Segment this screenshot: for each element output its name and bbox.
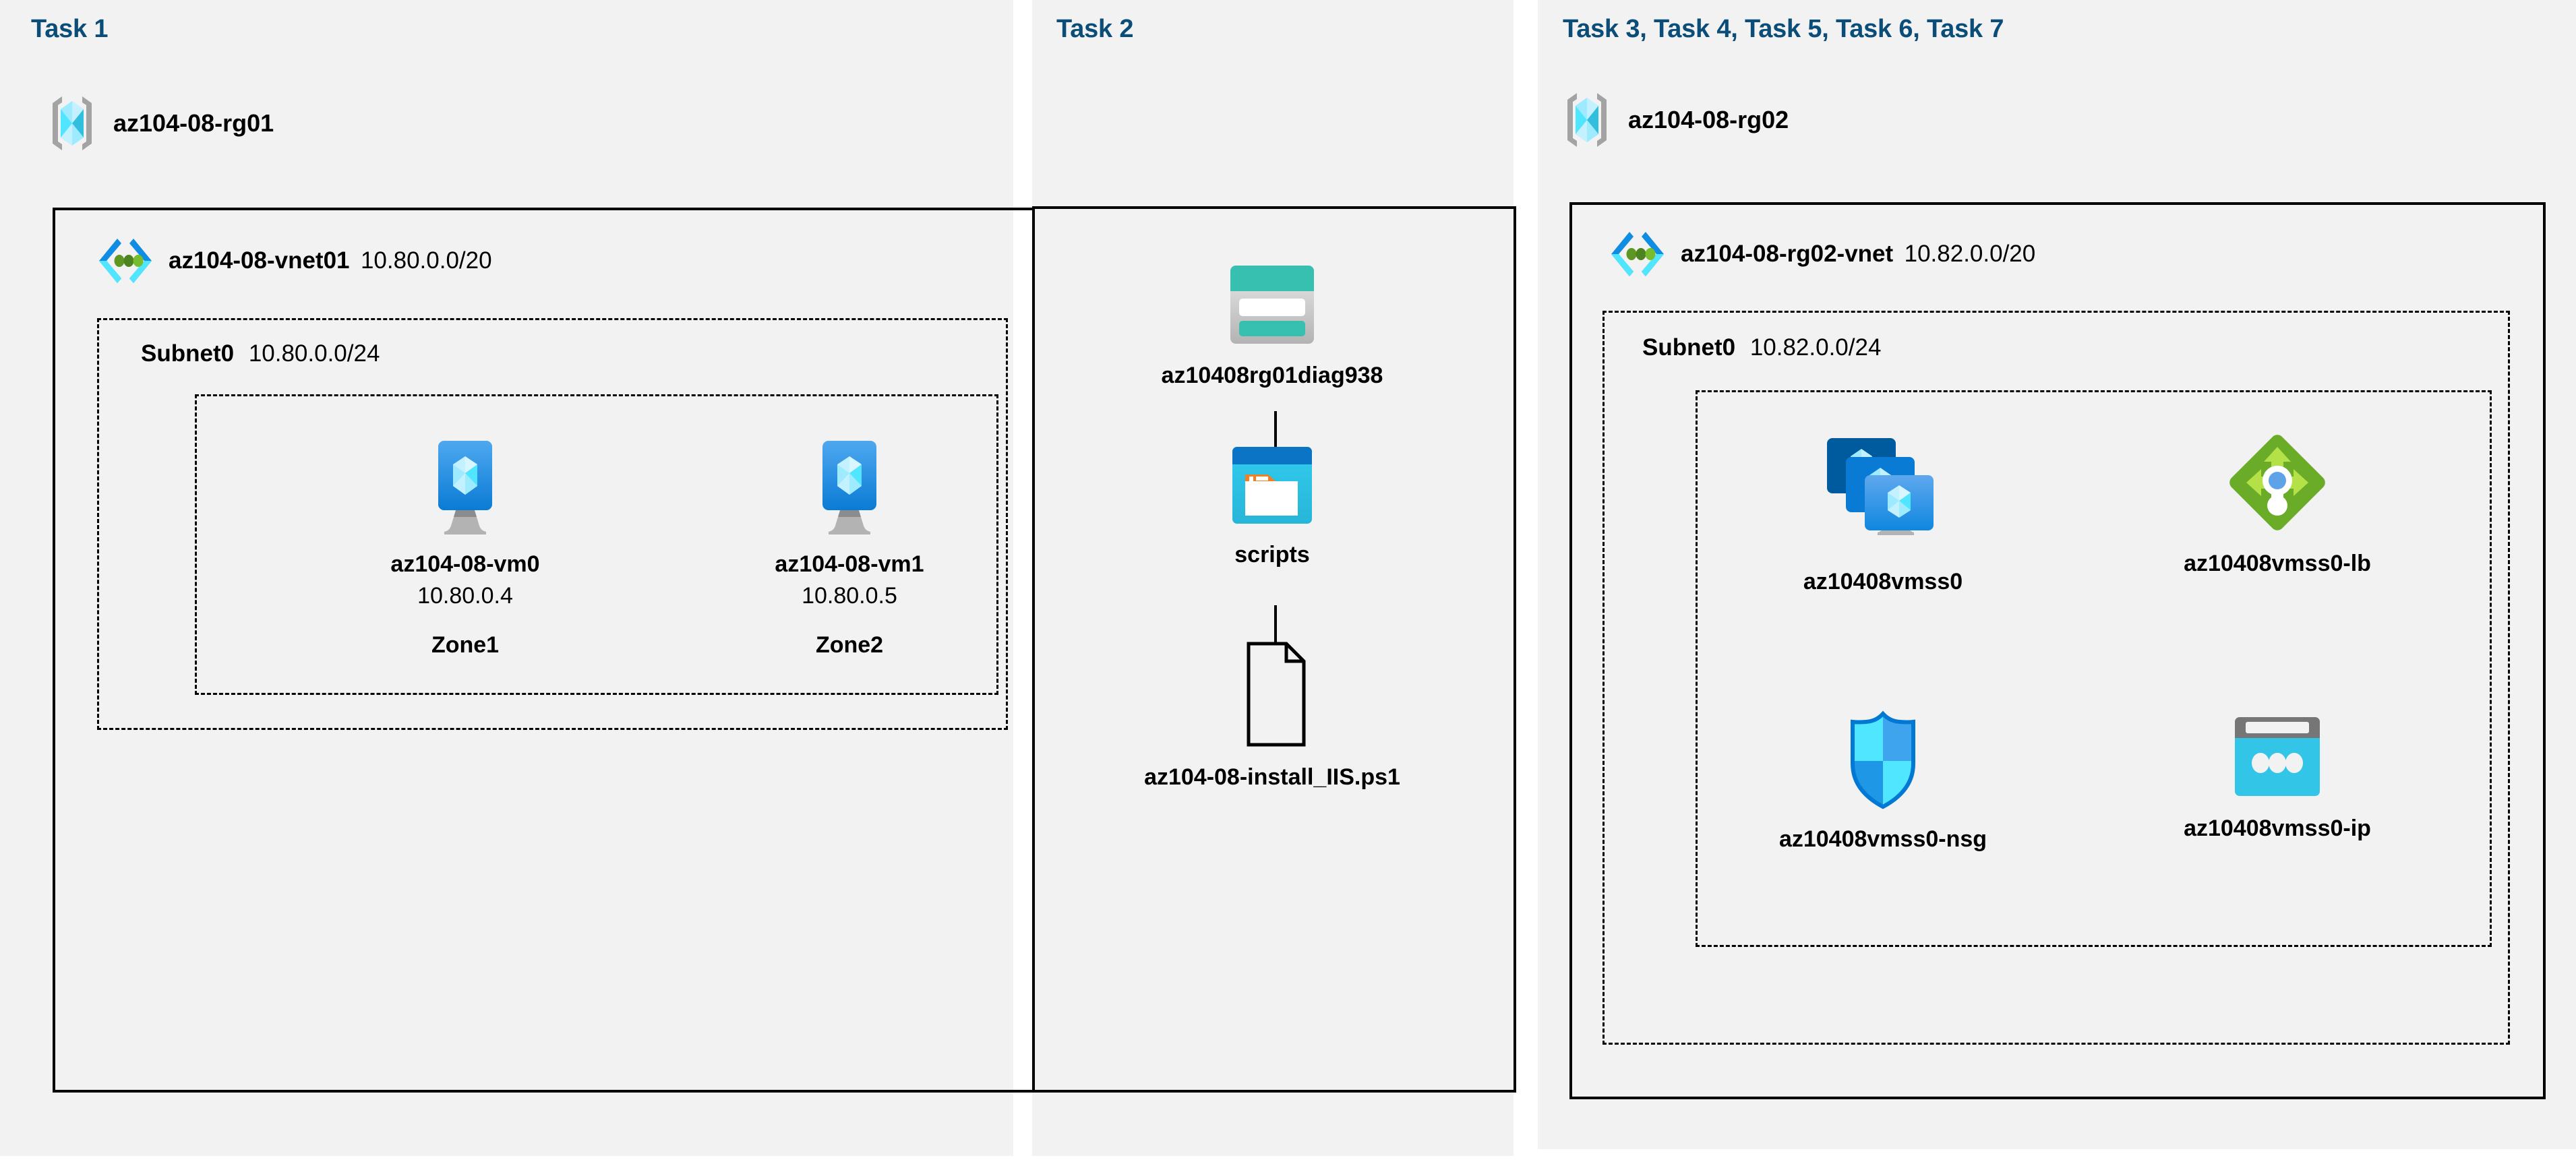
vnet01-header: az104-08-vnet01 10.80.0.0/20	[97, 235, 492, 287]
storage-account-name: az10408rg01diag938	[1161, 363, 1383, 388]
subnet0-title: Subnet0 10.80.0.0/24	[141, 340, 380, 367]
vmss-node: az10408vmss0	[1735, 433, 2031, 595]
vmss-name: az10408vmss0	[1803, 569, 1963, 594]
storage-account-node: az10408rg01diag938	[1063, 263, 1481, 389]
virtual-network-icon	[97, 235, 154, 287]
resource-group-rg01: az104-08-rg01	[49, 94, 274, 152]
vnet01-container: az104-08-vnet01 10.80.0.0/20 Subnet0 10.…	[53, 208, 1480, 1093]
resource-group-icon	[1563, 91, 1611, 149]
subnet0-name: Subnet0	[1642, 334, 1736, 361]
vm-zone: Zone2	[815, 632, 884, 658]
vmss-resource-group: az10408vmss0	[1696, 390, 2492, 947]
vnet01-label-group: az104-08-vnet01 10.80.0.0/20	[169, 247, 492, 274]
load-balancer-node: az10408vmss0-lb	[2129, 429, 2426, 577]
subnet0-vnet02: Subnet0 10.82.0.0/24	[1602, 311, 2510, 1045]
connector-scripts-to-file	[1274, 605, 1277, 652]
blob-container-name: scripts	[1234, 542, 1310, 567]
nsg-name: az10408vmss0-nsg	[1778, 826, 1987, 852]
load-balancer-name: az10408vmss0-lb	[2184, 551, 2371, 576]
availability-zone-group: az104-08-vm0 10.80.0.4 Zone1	[195, 394, 998, 695]
task3-label: Task 3, Task 4, Task 5, Task 6, Task 7	[1563, 15, 2004, 43]
task1-label: Task 1	[31, 15, 109, 43]
vm-name: az104-08-vm1	[775, 551, 924, 577]
vm-ip: 10.80.0.4	[417, 583, 513, 609]
task2-panel: Task 2	[1032, 0, 1514, 1156]
subnet0-name: Subnet0	[141, 340, 235, 367]
vnet01-cidr: 10.80.0.0/20	[360, 247, 492, 274]
resource-group-icon	[49, 94, 96, 152]
network-security-group-icon	[1839, 709, 1927, 811]
vm-name: az104-08-vm0	[390, 551, 540, 577]
subnet0-title: Subnet0 10.82.0.0/24	[1642, 334, 1881, 361]
connector-storage-to-scripts	[1274, 411, 1277, 460]
vm-node-az104-08-vm1: az104-08-vm1 10.80.0.5 Zone2	[701, 435, 998, 658]
vm-node-az104-08-vm0: az104-08-vm0 10.80.0.4 Zone1	[317, 435, 613, 658]
resource-group-rg02: az104-08-rg02	[1563, 91, 1789, 149]
task3-panel: Task 3, Task 4, Task 5, Task 6, Task 7 a…	[1538, 0, 2576, 1149]
vm-zone: Zone1	[431, 632, 500, 658]
script-file-node: az104-08-install_IIS.ps1	[1063, 640, 1481, 791]
nsg-node: az10408vmss0-nsg	[1735, 709, 2031, 853]
virtual-machine-icon	[421, 435, 509, 536]
subnet0-cidr: 10.80.0.0/24	[248, 340, 380, 367]
task2-container: az10408rg01diag938	[1032, 206, 1516, 1093]
resource-group-name: az104-08-rg01	[113, 109, 274, 137]
vnet02-header: az104-08-rg02-vnet 10.82.0.0/20	[1609, 228, 2035, 280]
vnet02-label-group: az104-08-rg02-vnet 10.82.0.0/20	[1681, 241, 2035, 268]
vnet02-name: az104-08-rg02-vnet	[1681, 241, 1894, 267]
storage-account-icon	[1228, 263, 1317, 346]
vnet02-container: az104-08-rg02-vnet 10.82.0.0/20 Subnet0 …	[1569, 202, 2546, 1099]
public-ip-address-icon	[2232, 714, 2323, 801]
vm-ip: 10.80.0.5	[802, 583, 897, 609]
vnet02-cidr: 10.82.0.0/20	[1904, 241, 2036, 267]
subnet0-vnet01: Subnet0 10.80.0.0/24	[97, 318, 1008, 730]
public-ip-node: az10408vmss0-ip	[2129, 714, 2426, 842]
task2-label: Task 2	[1056, 15, 1134, 43]
vnet01-name: az104-08-vnet01	[169, 247, 350, 274]
load-balancer-icon	[2224, 429, 2331, 536]
task1-panel: Task 1 az104-08-rg01	[0, 0, 1480, 1156]
vm-scale-set-icon	[1819, 433, 1947, 554]
virtual-machine-icon	[806, 435, 893, 536]
subnet0-cidr: 10.82.0.0/24	[1749, 334, 1882, 361]
script-file-icon	[1230, 640, 1314, 748]
resource-group-name: az104-08-rg02	[1628, 106, 1789, 133]
blob-container-node: scripts	[1063, 445, 1481, 568]
script-file-name: az104-08-install_IIS.ps1	[1144, 764, 1400, 790]
blob-container-icon	[1230, 445, 1314, 526]
virtual-network-icon	[1609, 228, 1666, 280]
public-ip-name: az10408vmss0-ip	[2184, 816, 2371, 841]
